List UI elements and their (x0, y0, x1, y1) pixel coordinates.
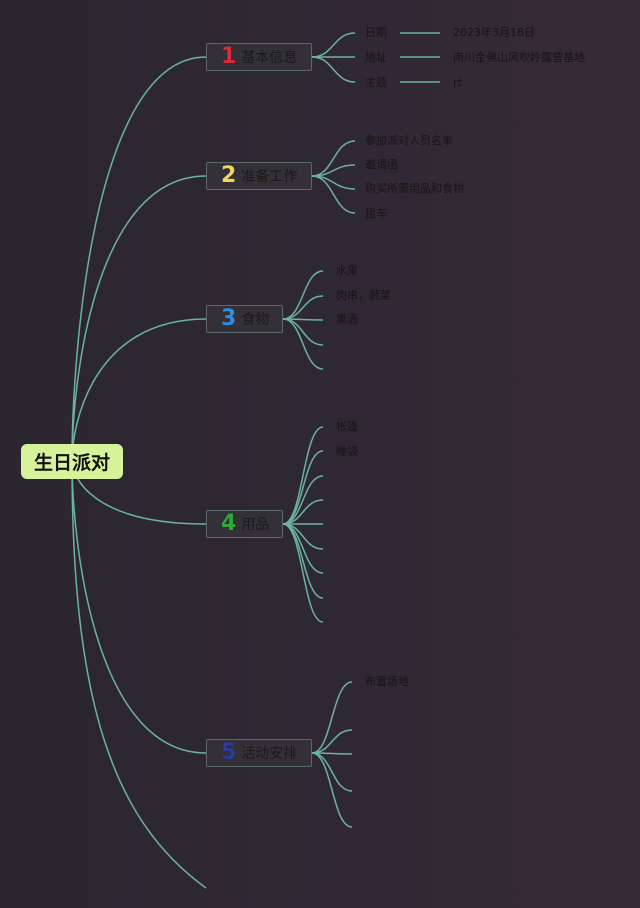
leaf-tent[interactable]: 帐篷 (336, 420, 358, 433)
topic-activities[interactable]: 5 活动安排 (206, 739, 312, 767)
topic-5-leaf-connector-1 (311, 681, 353, 754)
topic-number-3: 3 (221, 306, 237, 331)
root-to-topic-3-connector (71, 318, 207, 462)
topic-supplies[interactable]: 4 用品 (206, 510, 283, 538)
leaf-shopping[interactable]: 购买所需用品和食物 (365, 182, 464, 195)
topic-2-leaf-connector-4 (311, 175, 356, 214)
topic-3-leaf-connector-5 (282, 318, 324, 370)
leaf-sleeping-bag[interactable]: 睡袋 (336, 445, 358, 458)
topic-number-5: 5 (221, 740, 237, 765)
root-to-topic-1-connector (71, 56, 207, 462)
leaf-invitation[interactable]: 邀请函 (365, 158, 398, 171)
topic-number-4: 4 (221, 511, 237, 536)
leaf-venue-setup[interactable]: 布置场地 (365, 675, 409, 688)
topic-label: 食物 (241, 312, 270, 328)
topic-basic-info[interactable]: 1 基本信息 (206, 43, 312, 71)
root-to-topic-5-connector (71, 460, 207, 754)
topic-4-leaf-connector-8 (282, 523, 324, 599)
topic-label: 用品 (241, 517, 270, 533)
root-node[interactable]: 生日派对 (21, 444, 123, 479)
root-label: 生日派对 (33, 452, 110, 474)
topic-4-leaf-connector-2 (282, 450, 324, 525)
leaf-skewers-vegetables[interactable]: 肉串，蔬菜 (336, 289, 391, 302)
topic-preparation[interactable]: 2 准备工作 (206, 162, 312, 190)
topic-1-leaf-connector-3 (311, 56, 356, 83)
topic-5-leaf-connector-4 (311, 752, 353, 792)
topic-3-leaf-connector-2 (282, 295, 324, 320)
root-to-topic-2-connector (71, 175, 207, 462)
topic-label: 准备工作 (241, 169, 298, 185)
topic-3-leaf-connector-1 (282, 270, 324, 320)
topic-label: 基本信息 (241, 50, 298, 66)
leaf-theme-value[interactable]: rt (453, 76, 462, 89)
topic-number-2: 2 (221, 163, 237, 188)
root-trailing-connector (71, 460, 207, 889)
leaf-address-value[interactable]: 南川金佛山风吹岭露营基地 (453, 51, 585, 64)
leaf-fruit-wine[interactable]: 果酒 (336, 313, 358, 326)
topic-5-leaf-connector-5 (311, 752, 353, 828)
topic-4-leaf-connector-1 (282, 426, 324, 525)
topic-3-leaf-connector-4 (282, 318, 324, 346)
topic-4-leaf-connector-9 (282, 523, 324, 623)
topic-food[interactable]: 3 食物 (206, 305, 283, 333)
leaf-car-rental[interactable]: 租车 (365, 207, 387, 220)
topic-number-1: 1 (221, 44, 237, 69)
topic-1-leaf-connector-1 (311, 32, 356, 58)
leaf-theme-label[interactable]: 主题 (365, 76, 387, 89)
leaf-date-label[interactable]: 日期 (365, 26, 387, 39)
leaf-address-label[interactable]: 地址 (365, 51, 387, 64)
leaf-fruit[interactable]: 水果 (336, 264, 358, 277)
topic-label: 活动安排 (241, 746, 298, 762)
topic-4-leaf-connector-3 (282, 475, 324, 525)
leaf-date-value[interactable]: 2023年3月18日 (453, 26, 535, 39)
leaf-attendee-list[interactable]: 参加派对人员名单 (365, 134, 453, 147)
